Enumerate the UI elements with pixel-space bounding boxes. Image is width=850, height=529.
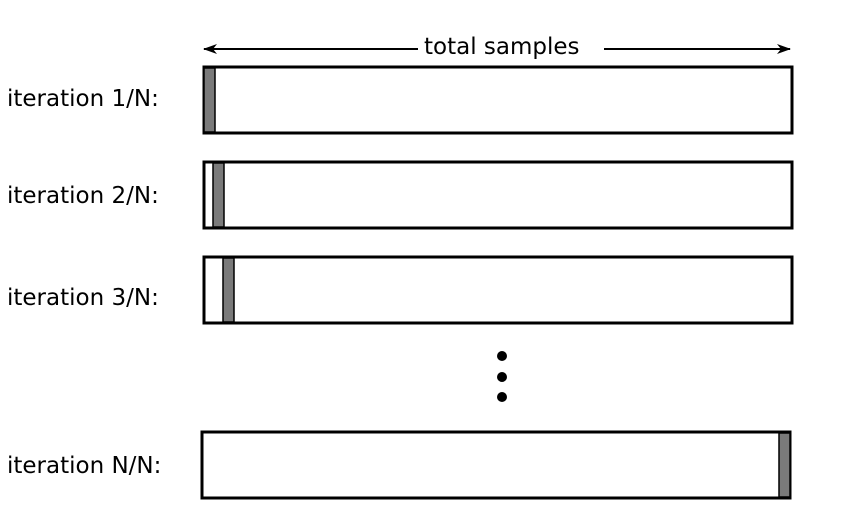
sample-bar-row-1	[202, 65, 794, 135]
ellipsis-dot-2	[497, 372, 507, 382]
sample-bar-row-3	[202, 255, 794, 325]
row-label-iteration-n: iteration N/N:	[7, 453, 162, 479]
row-label-iteration-3: iteration 3/N:	[7, 285, 159, 311]
held-out-slice-row-3	[222, 257, 235, 323]
held-out-slice-row-1	[203, 67, 216, 133]
sample-bar-row-2	[202, 160, 794, 230]
held-out-slice-row-2	[212, 162, 225, 228]
ellipsis-dot-1	[497, 351, 507, 361]
total-samples-label: total samples	[422, 34, 582, 60]
sample-bar-row-n	[200, 430, 792, 500]
row-label-iteration-1: iteration 1/N:	[7, 86, 159, 112]
ellipsis-dot-3	[497, 392, 507, 402]
row-label-iteration-2: iteration 2/N:	[7, 183, 159, 209]
held-out-slice-row-n	[778, 432, 791, 498]
